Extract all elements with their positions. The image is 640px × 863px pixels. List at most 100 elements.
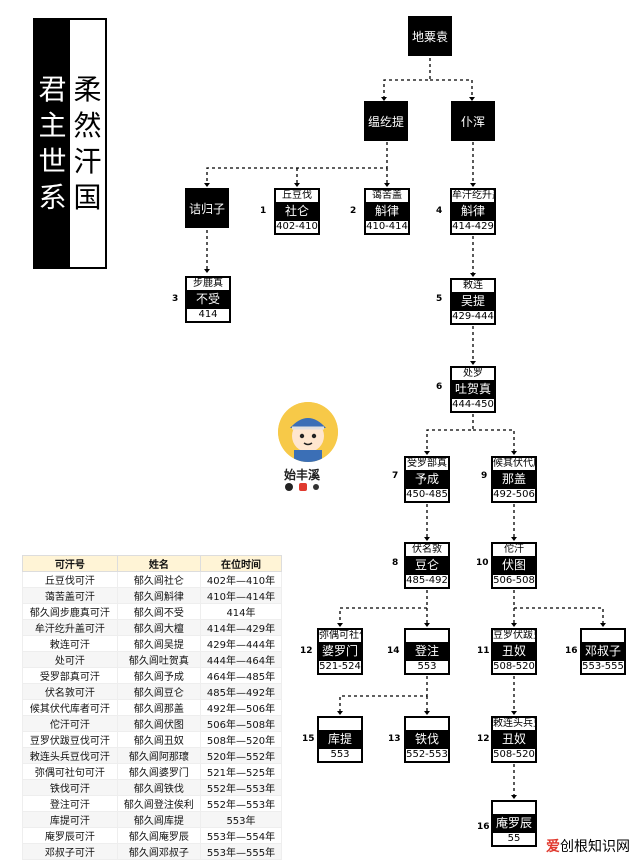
node-reign: 414 [187,309,229,321]
cell-khan-title: 佗汗可汗 [22,715,118,732]
node-name: 地粟袁 [411,29,448,44]
cell-khan-title: 豆罗伏跋豆伐可汗 [22,731,118,748]
order-number: 12 [300,646,313,656]
node-kuti: 库提 553 [317,716,363,763]
cell-reign: 429年—444年 [199,635,283,652]
node-nagai: 候其伏代库者 那盖 492-506 [491,456,537,503]
social-icons [284,482,334,492]
node-shelun: 丘豆伐 社仑 402-410 [274,188,320,235]
node-name: 吐贺真 [454,382,491,396]
cell-name: 郁久闾豆仑 [116,683,201,700]
cell-khan-title: 敕连可汗 [22,635,118,652]
cell-name: 郁久闾丑奴 [116,731,201,748]
order-number: 7 [392,471,399,481]
node-reign: 485-492 [406,575,448,587]
node-dengzhu: 登注 553 [404,628,450,675]
cell-reign: 410年—414年 [199,587,283,604]
node-reign: 553 [319,749,361,761]
node-name: 铁伐 [414,732,439,746]
order-number: 11 [477,646,490,656]
node-reign: 410-414 [366,221,408,233]
order-number: 10 [476,558,489,568]
cell-name: 郁久闾社仑 [116,571,201,588]
node-reign: 429-444 [452,311,494,323]
avatar [278,402,338,462]
cell-reign: 414年 [199,603,283,620]
node-title [406,718,448,730]
cell-name: 郁久闾伏图 [116,715,201,732]
cell-reign: 521年—525年 [199,763,283,780]
order-number: 9 [481,471,488,481]
node-reign: 508-520 [493,749,535,761]
node-reign: 402-410 [276,221,318,233]
node-dishuyuan: 地粟袁 [408,16,452,56]
title-left-char: 世 [38,144,67,178]
node-name: 斛律 [374,204,399,218]
node-name: 不受 [195,292,220,306]
watermark-accent: 爱 [546,839,560,855]
node-name: 诘归子 [188,201,225,216]
node-name: 豆仑 [414,558,439,572]
node-hulu: 蔼苦盖 斛律 410-414 [364,188,410,235]
node-anluochen: 庵罗辰 55 [491,800,537,847]
cartoon-avatar-icon [278,402,338,462]
title-right-char: 柔 [73,72,102,106]
cell-name: 郁久闾吐贺真 [116,651,201,668]
cell-khan-title: 伏名敦可汗 [22,683,118,700]
node-name: 庵罗辰 [495,816,532,830]
cell-reign: 552年—553年 [199,795,283,812]
node-title: 敕连头兵豆伐 [493,718,535,730]
title-left-char: 系 [38,180,67,214]
cell-khan-title: 铁伐可汗 [22,779,118,796]
cell-reign: 402年—410年 [199,571,283,588]
node-name: 丑奴 [501,732,526,746]
node-futu: 佗汗 伏图 506-508 [491,542,537,589]
node-dengshuzi: 邓叔子 553-555 [580,628,626,675]
order-number: 5 [436,294,443,304]
cell-name: 郁久闾那盖 [116,699,201,716]
cell-name: 郁久闾予成 [116,667,201,684]
cell-khan-title: 受罗部真可汗 [22,667,118,684]
node-tiefa: 铁伐 552-553 [404,716,450,763]
order-number: 3 [172,294,179,304]
cell-reign: 485年—492年 [199,683,283,700]
brand-name: 始丰溪 [284,468,321,482]
node-doulun: 伏名敦 豆仑 485-492 [404,542,450,589]
node-name: 丑奴 [501,644,526,658]
node-yucheng: 受罗部真 予成 450-485 [404,456,450,503]
title-right: 柔然汗国 [70,20,105,267]
order-number: 13 [388,734,401,744]
node-reign: 414-429 [452,221,494,233]
table-header-row: 可汗号 姓名 在位时间 [22,555,283,572]
node-name: 婆罗门 [321,644,358,658]
cell-khan-title: 登注可汗 [22,795,118,812]
cell-khan-title: 候其伏代库者可汗 [22,699,118,716]
order-number: 4 [436,206,443,216]
node-title: 候其伏代库者 [493,458,535,470]
title-left: 君主世系 [35,20,70,267]
cell-reign: 520年—552年 [199,747,283,764]
node-chounu: 豆罗伏跋豆伐 丑奴 508-520 [491,628,537,675]
toutiao-icon [313,484,319,490]
cell-reign: 506年—508年 [199,715,283,732]
node-reign: 552-553 [406,749,448,761]
cell-reign: 464年—485年 [199,667,283,684]
order-number: 12 [477,734,490,744]
node-reign: 521-524 [319,661,361,673]
cell-khan-title: 丘豆伐可汗 [22,571,118,588]
order-number: 2 [350,206,357,216]
cell-name: 郁久闾登注俟利 [116,795,201,812]
node-title: 步鹿真 [187,278,229,290]
node-title: 蔼苦盖 [366,190,408,202]
title-left-char: 主 [38,108,67,142]
cell-name: 郁久闾婆罗门 [116,763,201,780]
